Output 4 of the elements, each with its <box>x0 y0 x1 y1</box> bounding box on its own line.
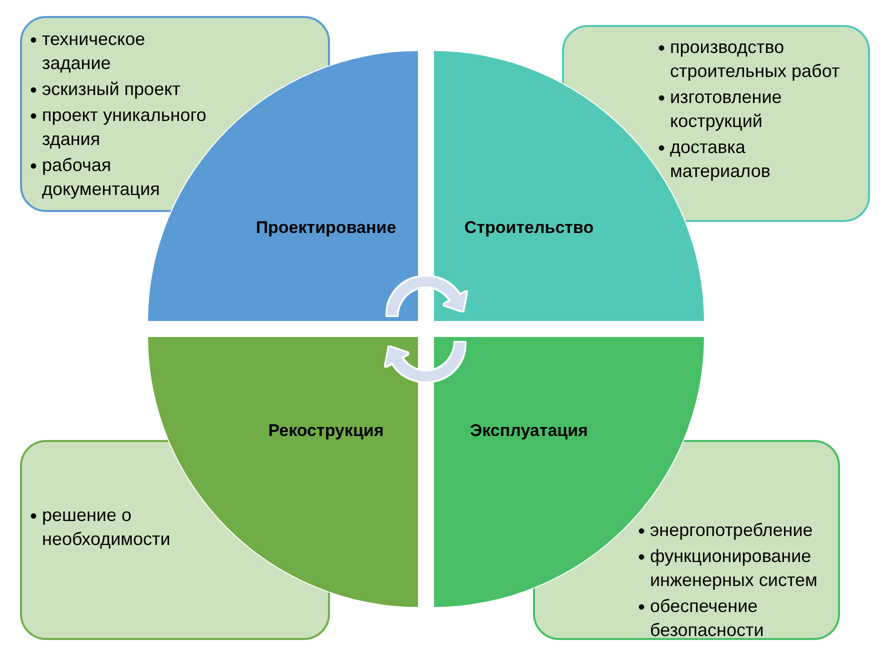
stage-label: Строительство <box>464 217 594 239</box>
stage-label: Рекострукция <box>268 420 384 442</box>
stage-label: Эксплуатация <box>470 420 588 442</box>
stage-label: Проектирование <box>256 217 396 239</box>
